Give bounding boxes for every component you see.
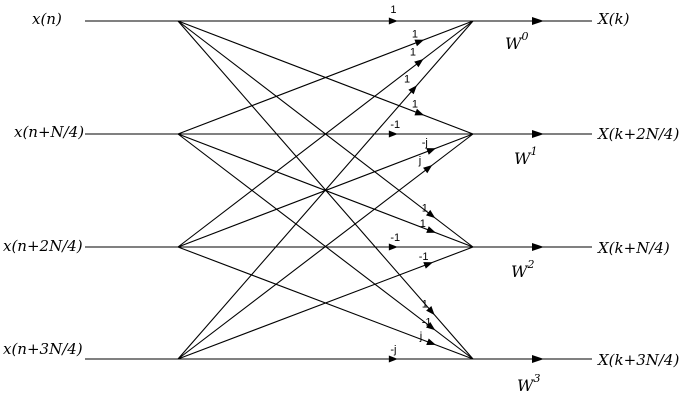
edge-arrowhead-3-0 [408, 85, 417, 95]
output-label-3: X(k+3N/4) [597, 351, 679, 369]
edge-2-0 [177, 20, 474, 248]
output-arrowhead-2 [532, 243, 544, 251]
edge-3-2 [177, 246, 474, 360]
twiddle-label-1: W1 [514, 145, 537, 168]
edge-arrowhead-1-3 [425, 321, 436, 331]
edge-label-0-1: 1 [412, 99, 418, 111]
edge-arrowhead-2-2 [388, 243, 398, 251]
output-arrowhead-3 [532, 355, 544, 363]
edge-arrowhead-3-2 [423, 262, 433, 269]
edge-arrowhead-2-3 [426, 338, 436, 345]
edge-label-3-2: -1 [419, 251, 429, 263]
input-label-3: x(n+3N/4) [3, 340, 83, 358]
edge-arrowhead-3-3 [388, 355, 398, 363]
edge-arrowhead-0-3 [426, 305, 435, 316]
edge-label-2-0: 1 [410, 47, 416, 59]
output-label-1: X(k+2N/4) [597, 125, 679, 143]
edge-label-2-2: -1 [390, 232, 400, 244]
edge-arrowhead-1-1 [388, 130, 398, 138]
edge-label-1-3: -1 [422, 317, 432, 329]
edge-arrowhead-0-0 [388, 17, 398, 25]
edge-label-3-3: -j [390, 344, 396, 356]
edge-3-1 [177, 133, 474, 360]
output-label-2: X(k+N/4) [597, 239, 670, 257]
edge-label-0-0: 1 [390, 4, 396, 16]
twiddle-label-2: W2 [511, 258, 534, 281]
input-label-1: x(n+N/4) [14, 123, 84, 141]
edge-arrowhead-1-0 [414, 39, 425, 47]
output-label-0: X(k) [597, 10, 630, 28]
twiddle-label-3: W3 [517, 372, 540, 395]
edge-arrowhead-2-1 [426, 148, 436, 155]
input-label-0: x(n) [32, 10, 62, 28]
edge-arrowhead-0-1 [414, 108, 425, 116]
input-label-2: x(n+2N/4) [3, 237, 83, 255]
edge-label-0-3: 1 [422, 299, 428, 311]
edge-label-1-2: 1 [420, 218, 426, 230]
edge-label-3-0: 1 [404, 74, 410, 86]
edge-arrowhead-0-2 [425, 209, 436, 219]
edge-label-2-1: -j [422, 137, 428, 149]
twiddle-label-0: W0 [505, 30, 528, 53]
edge-label-0-2: 1 [422, 202, 428, 214]
edge-label-2-3: j [419, 330, 422, 342]
edge-arrowhead-3-1 [423, 165, 433, 174]
edge-arrowhead-1-2 [426, 226, 436, 233]
edge-label-1-1: -1 [390, 119, 400, 131]
edge-3-0 [177, 20, 474, 360]
edge-arrowhead-2-0 [414, 58, 424, 68]
edge-label-1-0: 1 [412, 28, 418, 40]
output-arrowhead-1 [532, 130, 544, 138]
edge-label-3-1: j [418, 155, 421, 167]
output-arrowhead-0 [532, 17, 544, 25]
